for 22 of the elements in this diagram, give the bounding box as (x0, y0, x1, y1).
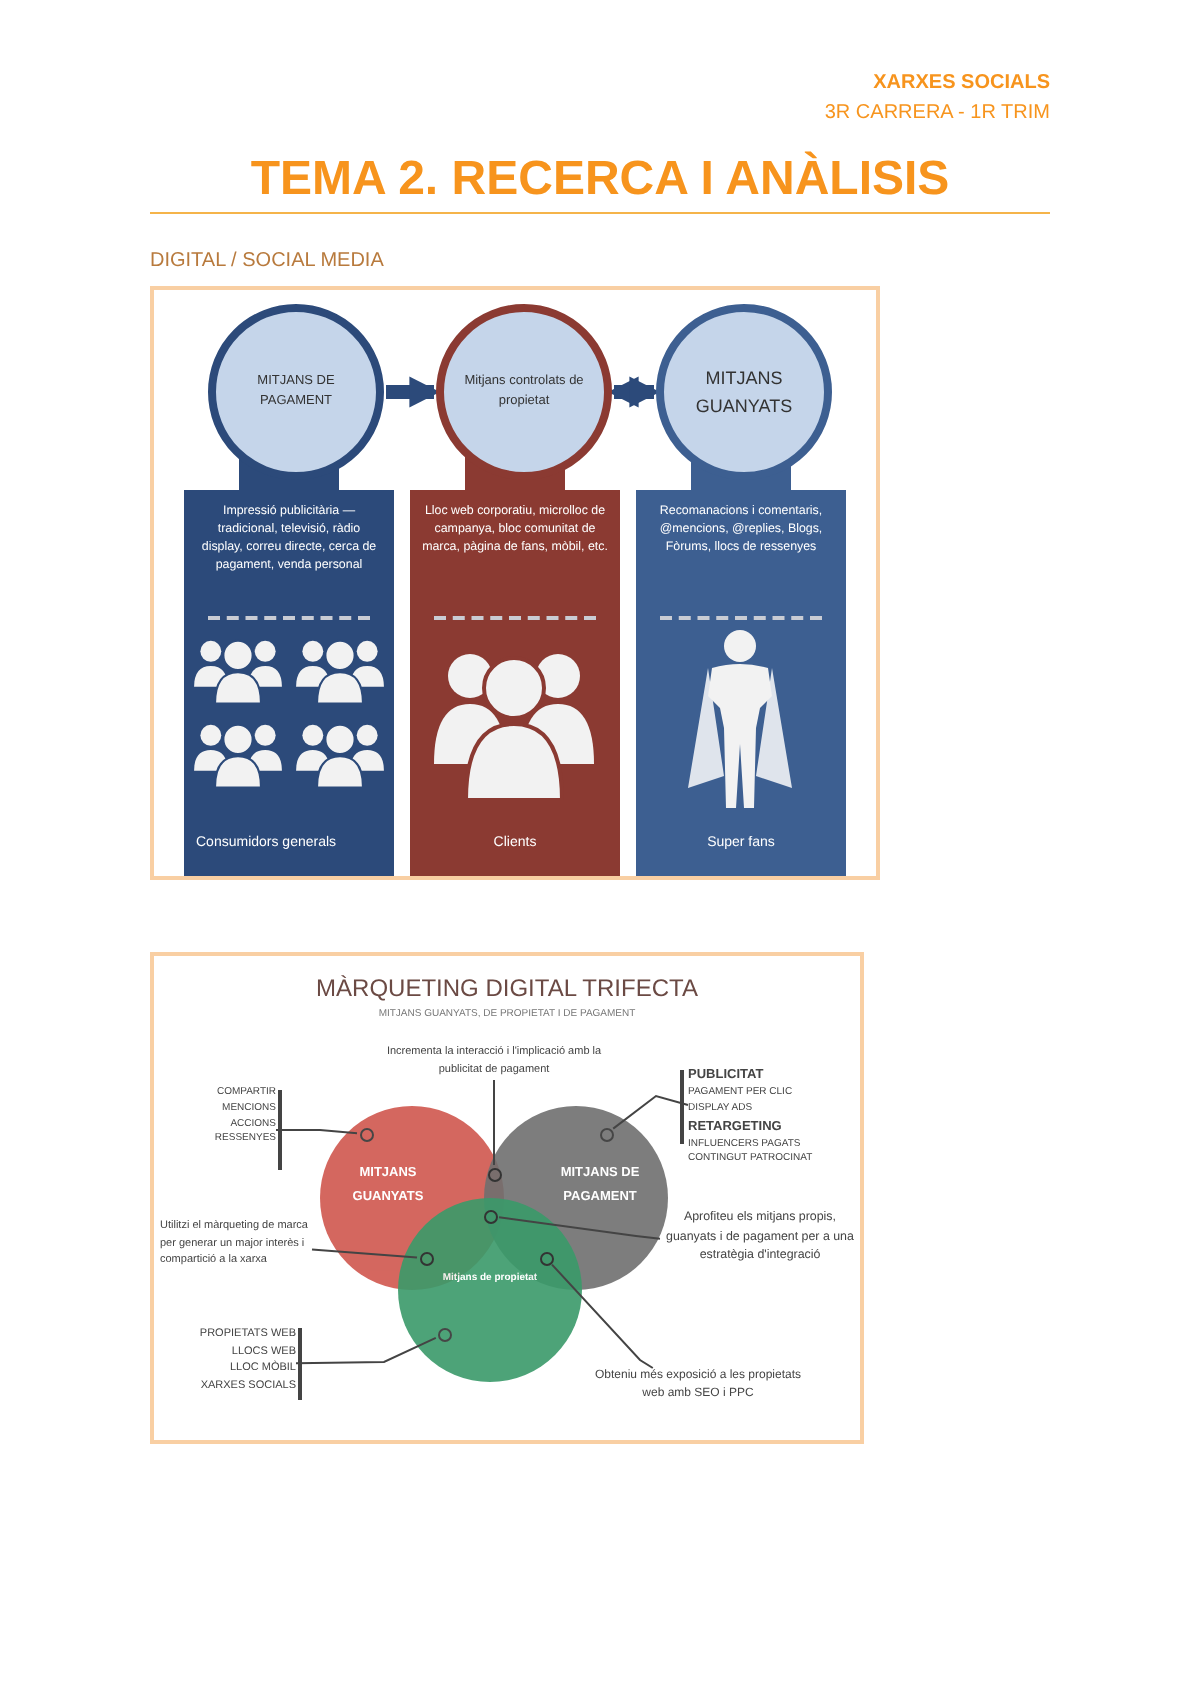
leader-line (295, 1336, 437, 1365)
media-panel (184, 456, 394, 876)
marker-dot (359, 1127, 373, 1141)
course-name: XARXES SOCIALS (873, 72, 1050, 94)
marker-dot (599, 1127, 613, 1141)
course-term: 3R CARRERA - 1R TRIM (824, 102, 1050, 124)
arrow (386, 376, 441, 408)
section-heading: DIGITAL / SOCIAL MEDIA (150, 250, 384, 272)
marker-dot (437, 1327, 451, 1341)
leader-line (551, 1263, 654, 1369)
leader-line (275, 1129, 358, 1135)
arrow (607, 376, 661, 408)
circle-label: MITJANS GUANYATS (693, 365, 795, 420)
marker-dot (487, 1167, 501, 1181)
page-title: TEMA 2. RECERCA I ANÀLISIS (248, 152, 952, 208)
marker-dot (419, 1251, 433, 1265)
media-panel (410, 456, 620, 876)
marker-dot (483, 1209, 497, 1223)
leader-line (498, 1216, 661, 1240)
chart-title: MÀRQUETING DIGITAL TRIFECTA (314, 974, 700, 1002)
marker-dot (539, 1251, 553, 1265)
leader-line (612, 1094, 689, 1130)
